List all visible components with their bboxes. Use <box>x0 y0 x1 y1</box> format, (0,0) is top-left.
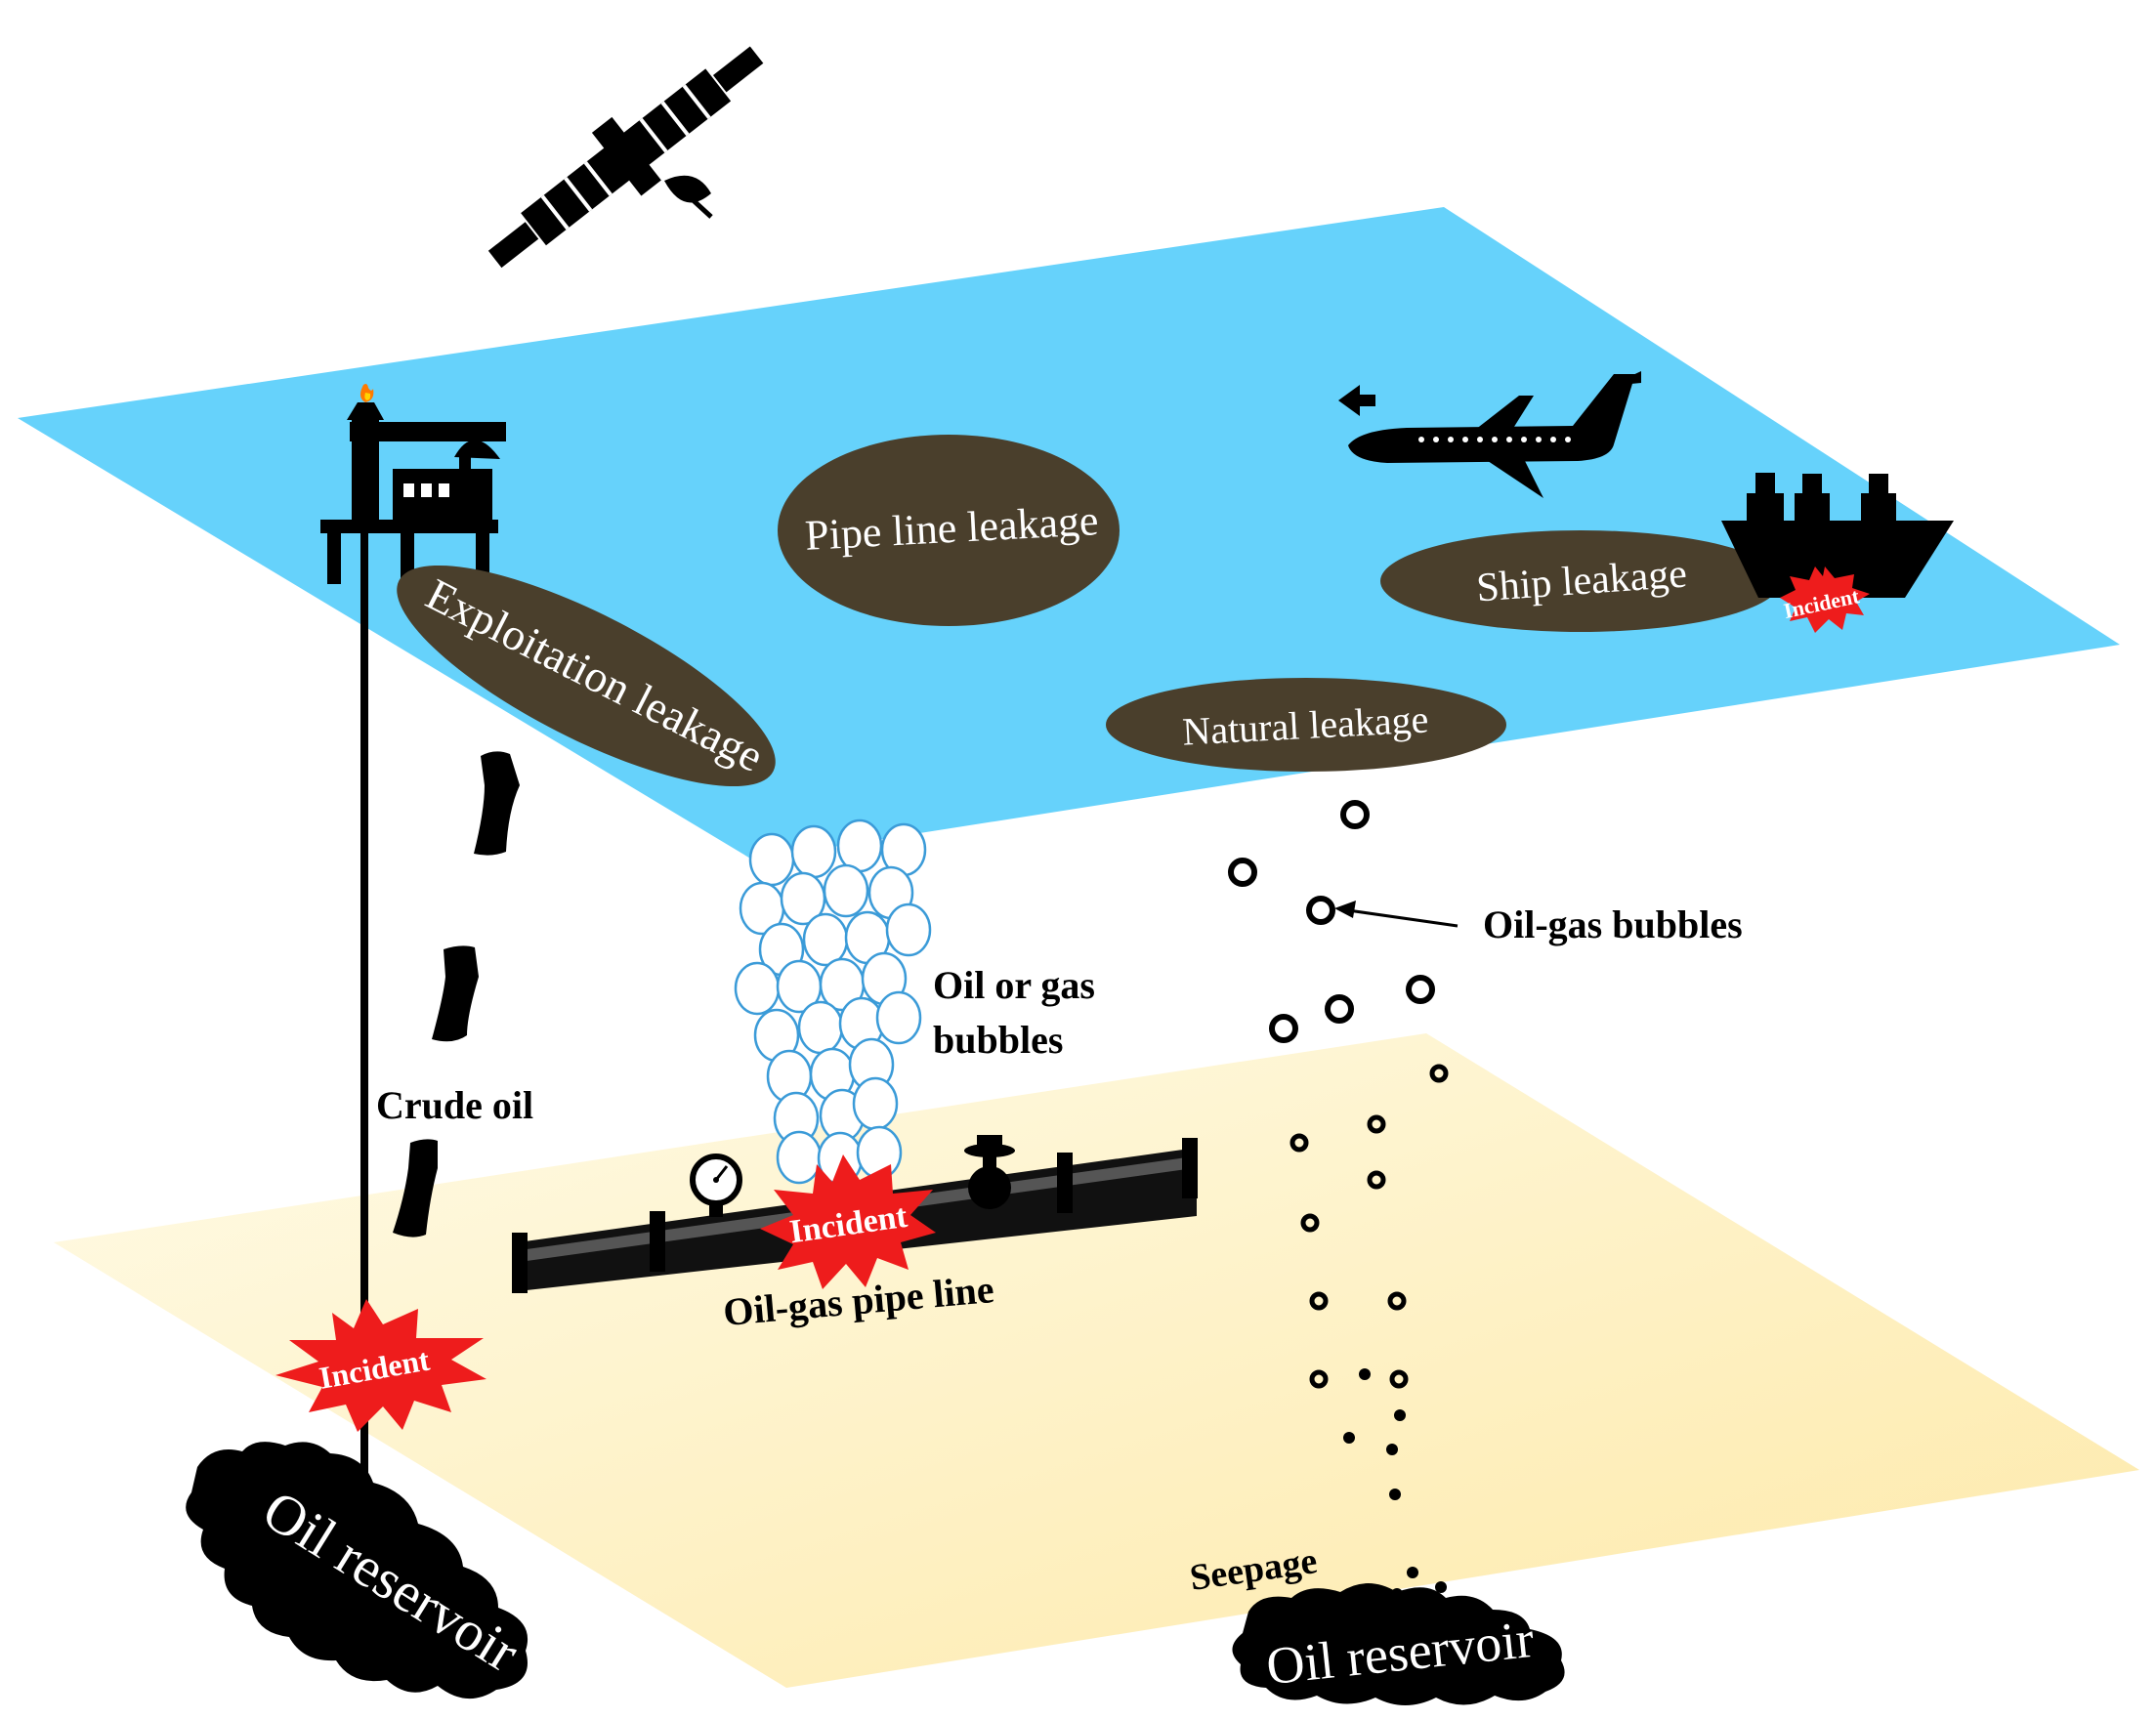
incident-burst-ship <box>1780 566 1870 633</box>
bubbles-pointer-arrow <box>1334 901 1458 928</box>
incident-burst-pipeline <box>760 1154 936 1289</box>
satellite-icon <box>487 46 764 269</box>
oil-gas-bubbles-column <box>1228 800 1435 1043</box>
pipe-line-leakage-slick <box>778 435 1120 626</box>
airplane-icon <box>1338 371 1641 498</box>
cargo-ship-icon <box>1721 473 1954 598</box>
crude-oil-stream <box>393 751 520 1238</box>
crude-oil-label: Crude oil <box>376 1083 533 1127</box>
natural-leakage-slick <box>1106 678 1506 772</box>
oil-platform-icon <box>320 384 506 584</box>
pipeline-leak-bubbles <box>734 818 932 1186</box>
oil-reservoir-left-blob <box>186 1442 528 1699</box>
ship-leakage-slick <box>1380 530 1781 632</box>
incident-burst-well <box>275 1299 486 1432</box>
seepage-dots <box>1343 1368 1447 1600</box>
oil-or-gas-label-line2: bubbles <box>933 1018 1063 1062</box>
oil-gas-bubbles-label: Oil-gas bubbles <box>1483 902 1743 946</box>
valve-wheel-icon <box>964 1135 1015 1209</box>
seabed-plane <box>54 1033 2139 1688</box>
pressure-gauge-icon <box>690 1154 742 1217</box>
exploitation-leakage-slick <box>397 565 776 787</box>
seepage-bubbles <box>1289 1064 1449 1389</box>
oil-or-gas-label-line1: Oil or gas <box>933 963 1095 1007</box>
oil-reservoir-right-blob <box>1232 1583 1565 1705</box>
